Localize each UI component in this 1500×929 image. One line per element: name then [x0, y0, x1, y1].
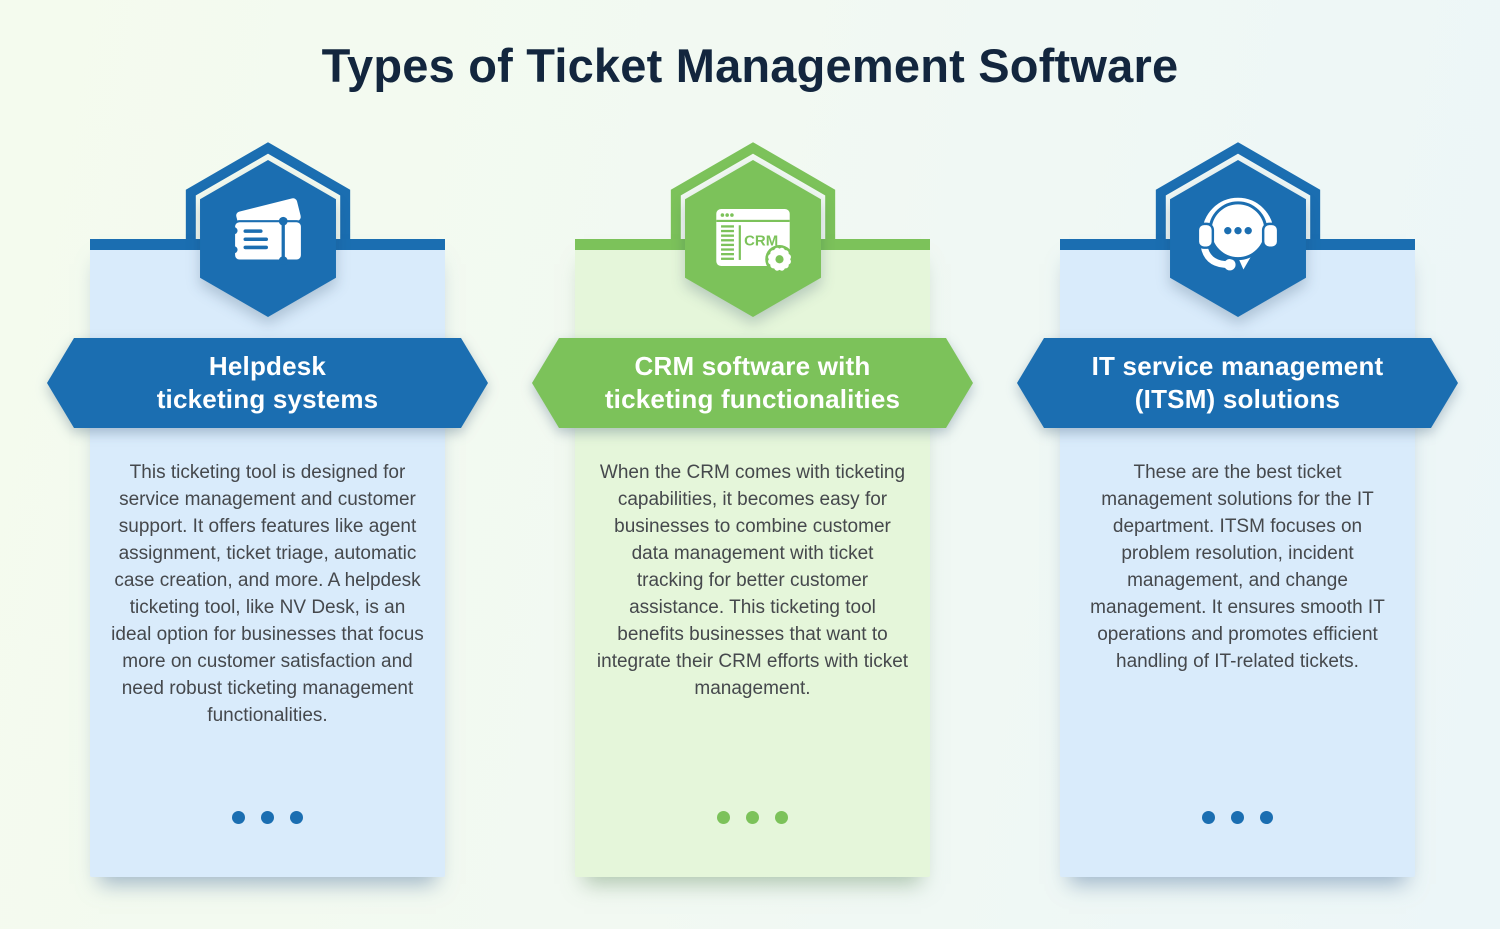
support-headset-icon — [1169, 160, 1306, 317]
dot — [1231, 811, 1244, 824]
dot — [232, 811, 245, 824]
banner-title-line1: IT service management — [1091, 351, 1384, 382]
dot — [1202, 811, 1215, 824]
dot — [1260, 811, 1273, 824]
itsm-description: These are the best ticket management sol… — [1090, 462, 1385, 672]
ticket-icon — [199, 160, 336, 317]
pagination-dots — [575, 811, 930, 824]
helpdesk-description: This ticketing tool is designed for serv… — [111, 462, 424, 726]
itsm-banner: IT service management (ITSM) solutions — [1017, 338, 1458, 428]
column-itsm: These are the best ticket management sol… — [1017, 0, 1458, 929]
crm-banner: CRM software with ticketing functionalit… — [532, 338, 973, 428]
crm-description: When the CRM comes with ticketing capabi… — [596, 462, 909, 699]
pagination-dots — [1060, 811, 1415, 824]
banner-ribbon: IT service management (ITSM) solutions — [1017, 338, 1458, 428]
helpdesk-card: This ticketing tool is designed for serv… — [90, 239, 445, 877]
dot — [290, 811, 303, 824]
banner-title-line2: ticketing systems — [156, 384, 379, 414]
banner-ribbon: Helpdesk ticketing systems — [47, 338, 488, 428]
banner-ribbon: CRM software with ticketing functionalit… — [532, 338, 973, 428]
column-helpdesk: This ticketing tool is designed for serv… — [47, 0, 488, 929]
banner-title-line2: (ITSM) solutions — [1134, 384, 1341, 414]
gear-icon — [767, 247, 791, 271]
dot — [746, 811, 759, 824]
itsm-card: These are the best ticket management sol… — [1060, 239, 1415, 877]
banner-title-line1: CRM software with — [634, 351, 871, 382]
column-crm: When the CRM comes with ticketing capabi… — [532, 0, 973, 929]
dot — [775, 811, 788, 824]
dot — [261, 811, 274, 824]
crm-icon-label: CRM — [744, 233, 778, 250]
crm-window-icon: CRM — [684, 160, 821, 317]
banner-title-line2: ticketing functionalities — [604, 384, 901, 414]
crm-card: When the CRM comes with ticketing capabi… — [575, 239, 930, 877]
dot — [717, 811, 730, 824]
pagination-dots — [90, 811, 445, 824]
page-title: Types of Ticket Management Software — [321, 39, 1179, 92]
helpdesk-banner: Helpdesk ticketing systems — [47, 338, 488, 428]
banner-title-line1: Helpdesk — [208, 351, 327, 382]
